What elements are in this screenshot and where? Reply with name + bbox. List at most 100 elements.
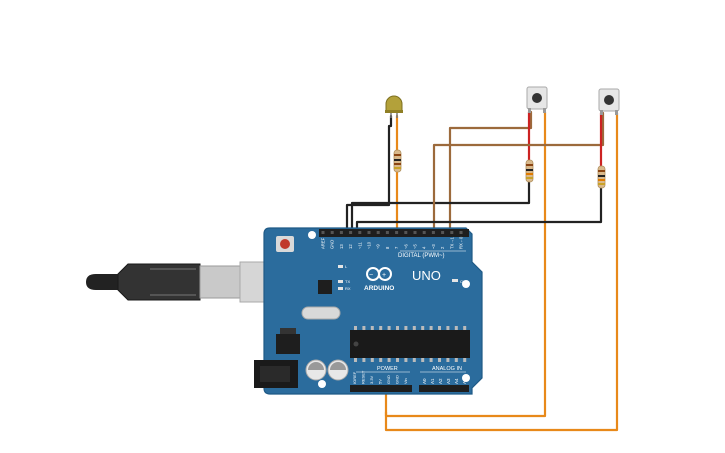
digital-pin-label: ~6: [403, 244, 408, 249]
analog-pin-label: A5: [462, 378, 467, 384]
analog-pin-label: A4: [454, 378, 459, 384]
wire-button2-signal[interactable]: [432, 111, 605, 237]
reset-button[interactable]: [276, 236, 294, 252]
chip-pin: [421, 326, 425, 330]
power-pin-label: IOREF: [352, 371, 357, 384]
crystal: [301, 306, 341, 320]
resistor-led[interactable]: [393, 149, 402, 173]
power-pin-label: GND: [395, 375, 400, 384]
chip-pin: [454, 358, 458, 362]
digital-pin-hole[interactable]: [349, 231, 353, 234]
chip-pin: [429, 358, 433, 362]
resistor-button-2[interactable]: [597, 165, 606, 189]
chip-pin: [438, 326, 441, 330]
digital-pin-label: ~3: [431, 244, 436, 249]
mounting-hole: [462, 374, 470, 382]
digital-pin-label: RX←0: [459, 236, 464, 249]
digital-pin-label: 8: [385, 246, 390, 249]
digital-pin-label: TX→1: [449, 236, 454, 249]
pushbutton-1[interactable]: [526, 86, 548, 113]
chip-pins: [354, 326, 467, 362]
chip-pin: [362, 358, 366, 362]
pushbutton-2[interactable]: [598, 88, 620, 115]
l-led: [338, 265, 343, 268]
wire-button1-5v[interactable]: [384, 110, 547, 418]
digital-pin-label: GND: [330, 240, 335, 249]
tx-label: TX: [345, 279, 350, 284]
digital-pin-label: 7: [394, 246, 399, 249]
chip-pin: [396, 326, 399, 330]
chip-pin: [379, 358, 383, 362]
digital-pin-label: 13: [339, 244, 344, 249]
digital-pin-hole[interactable]: [367, 231, 371, 234]
digital-pin-hole[interactable]: [358, 231, 362, 234]
digital-pin-hole[interactable]: [441, 231, 445, 234]
wire-led-cathode[interactable]: [345, 114, 393, 235]
power-pin-label: 5V: [378, 379, 383, 384]
capacitor: [305, 359, 327, 381]
chip-pin: [354, 326, 357, 330]
power-pin-label: Vin: [403, 378, 408, 384]
chip-pin: [404, 326, 408, 330]
digital-pin-hole[interactable]: [385, 231, 389, 234]
digital-pin-label: ~10: [367, 241, 372, 249]
digital-pin-hole[interactable]: [321, 231, 325, 234]
usb-chip: [318, 280, 332, 294]
chip-pin: [429, 326, 433, 330]
digital-pin-hole[interactable]: [413, 231, 417, 234]
arduino-logo: − +: [366, 267, 392, 281]
wire-button2-5v[interactable]: [384, 111, 619, 432]
chip-pin: [370, 326, 374, 330]
chip-pin: [412, 326, 416, 330]
chip-pin: [438, 358, 441, 362]
on-label: ON: [460, 279, 466, 284]
digital-pin-hole[interactable]: [450, 231, 454, 234]
power-header[interactable]: [350, 385, 412, 392]
digital-pin-label: 2: [440, 246, 445, 249]
wire-button1-gnd[interactable]: [350, 176, 531, 235]
chip-pin: [421, 358, 425, 362]
voltage-regulator: [276, 334, 300, 354]
analog-pin-label: A2: [438, 378, 443, 384]
wire-button1-signal[interactable]: [448, 110, 533, 237]
analog-header[interactable]: [419, 385, 469, 392]
power-pin-label: RESET: [361, 370, 366, 384]
logo-text: ARDUINO: [364, 285, 394, 292]
chip-pin: [412, 358, 416, 362]
resistor-button-1[interactable]: [525, 159, 534, 183]
on-led: [452, 279, 458, 282]
digital-pin-hole[interactable]: [330, 231, 334, 234]
mounting-hole: [462, 280, 470, 288]
tx-led: [338, 280, 343, 283]
l-label: L: [345, 264, 348, 269]
analog-pin-label: A1: [430, 378, 435, 384]
led[interactable]: [385, 95, 403, 118]
digital-pin-hole[interactable]: [339, 231, 343, 234]
mounting-hole: [308, 231, 316, 239]
chip-pin: [370, 358, 374, 362]
digital-pin-label: ~9: [376, 244, 381, 249]
chip-pin: [446, 358, 450, 362]
analog-pin-label: A0: [422, 378, 427, 384]
digital-pin-hole[interactable]: [404, 231, 408, 234]
digital-pin-label: ~5: [413, 244, 418, 249]
rx-label: RX: [345, 286, 351, 291]
wire-button2-gnd[interactable]: [355, 182, 603, 235]
capacitor: [327, 359, 349, 381]
digital-pin-hole[interactable]: [395, 231, 399, 234]
analog-pin-label: A3: [446, 378, 451, 384]
atmega-chip: [350, 330, 470, 358]
digital-pin-hole[interactable]: [422, 231, 426, 234]
chip-pin: [463, 326, 467, 330]
chip-pin: [387, 326, 391, 330]
chip-pin: [404, 358, 408, 362]
digital-pin-hole[interactable]: [459, 231, 463, 234]
digital-pin-hole[interactable]: [431, 231, 435, 234]
digital-pin-hole[interactable]: [376, 231, 380, 234]
digital-header[interactable]: [319, 229, 469, 237]
